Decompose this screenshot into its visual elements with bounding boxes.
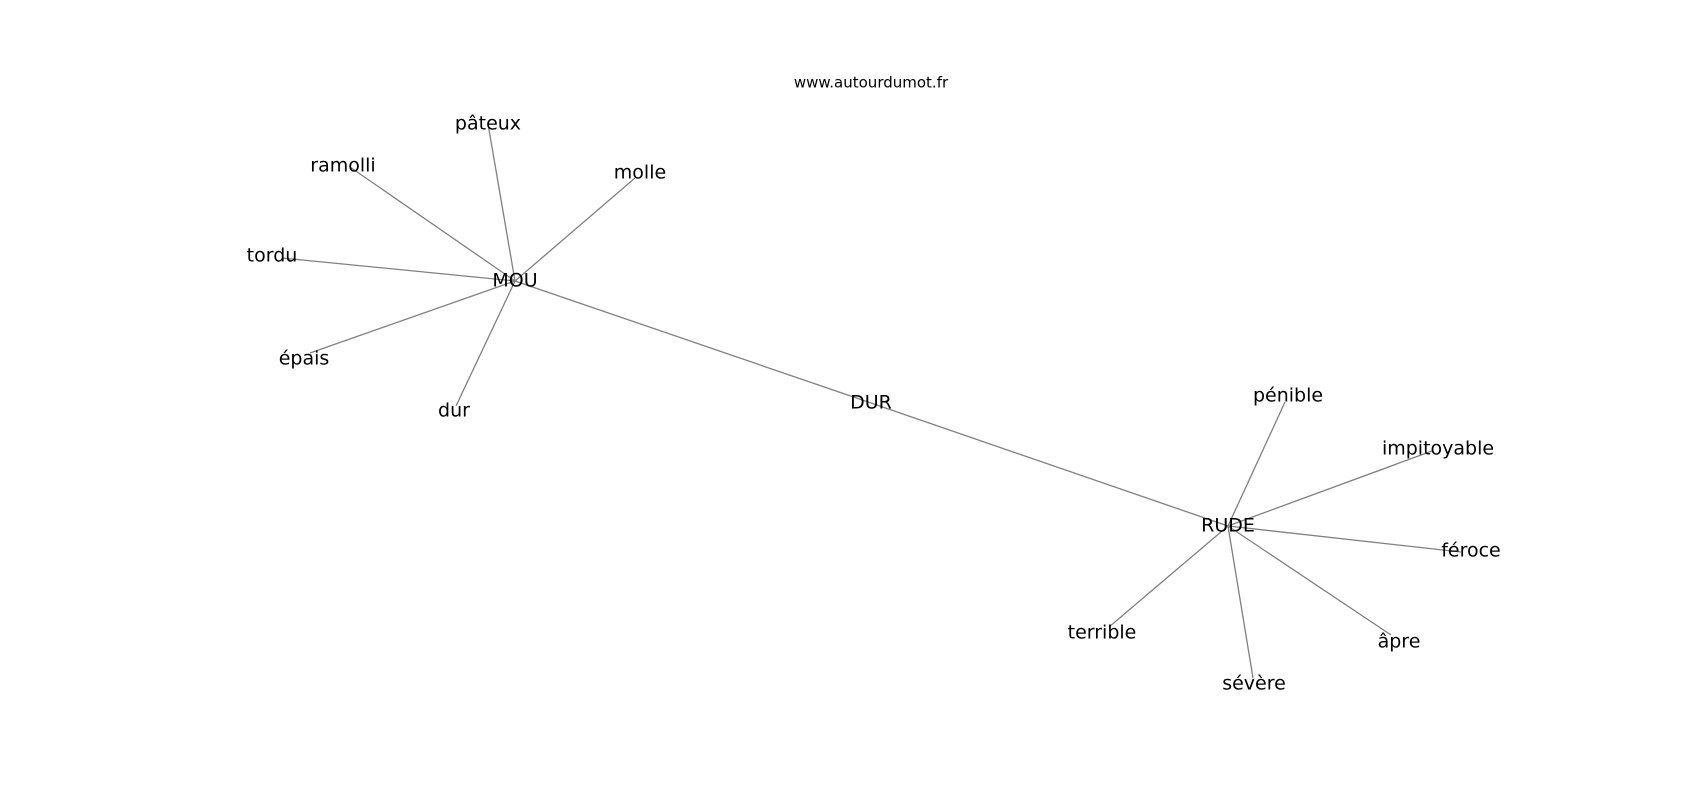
node-terrible[interactable]: terrible <box>1068 622 1137 644</box>
edge-rude-feroce <box>1227 525 1462 553</box>
node-ramolli[interactable]: ramolli <box>310 155 375 177</box>
graph-edges <box>281 123 1462 679</box>
edge-dur_center-rude <box>870 402 1229 527</box>
node-penible[interactable]: pénible <box>1253 385 1323 407</box>
edge-mou-dur <box>455 280 516 407</box>
node-impitoyable[interactable]: impitoyable <box>1382 438 1494 460</box>
node-feroce[interactable]: féroce <box>1441 540 1501 562</box>
edge-rude-penible <box>1227 401 1286 527</box>
node-apre[interactable]: âpre <box>1378 631 1421 653</box>
edge-mou-ramolli <box>349 166 516 282</box>
node-mou[interactable]: MOU <box>492 270 537 292</box>
edge-mou-tordu <box>281 257 516 282</box>
edge-mou-epais <box>309 280 516 354</box>
node-rude[interactable]: RUDE <box>1201 515 1255 537</box>
node-dur[interactable]: dur <box>438 400 470 422</box>
node-pateux[interactable]: pâteux <box>455 113 521 135</box>
node-severe[interactable]: sévère <box>1222 673 1286 695</box>
edge-dur_center-mou <box>514 280 872 404</box>
node-epais[interactable]: épais <box>279 348 330 370</box>
graph-nodes: DUR MOU RUDE pâteux ramolli molle tordu épais du… <box>247 113 1501 695</box>
edge-rude-impitoyable <box>1227 450 1433 527</box>
node-molle[interactable]: molle <box>614 162 666 184</box>
edge-rude-terrible <box>1108 525 1229 628</box>
edge-rude-severe <box>1227 525 1254 679</box>
edge-mou-molle <box>514 177 636 282</box>
edge-rude-apre <box>1227 525 1392 636</box>
node-tordu[interactable]: tordu <box>247 245 298 267</box>
edge-mou-pateux <box>487 123 516 282</box>
site-watermark: www.autourdumot.fr <box>794 74 949 92</box>
node-dur-center[interactable]: DUR <box>850 392 892 414</box>
